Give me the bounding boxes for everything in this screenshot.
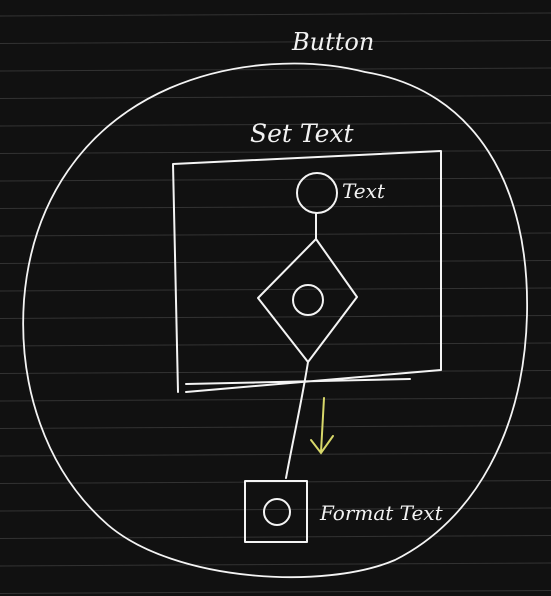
connector-main <box>285 361 309 479</box>
paper-lines <box>0 12 551 594</box>
decision-diamond <box>257 238 358 363</box>
flow-arrow-icon <box>310 397 334 455</box>
paper-line <box>0 425 551 429</box>
paper-line <box>0 342 551 347</box>
paper-line <box>0 287 551 292</box>
format-text-circle <box>263 498 291 526</box>
paper-line <box>0 315 551 319</box>
paper-line <box>0 95 551 99</box>
paper-line <box>0 260 551 264</box>
paper-line <box>0 12 551 17</box>
paper-line <box>0 67 551 72</box>
decision-inner-circle <box>292 284 324 316</box>
text-node-label: Text <box>342 179 386 203</box>
paper-line <box>0 562 551 567</box>
paper-line <box>0 205 551 209</box>
paper-line <box>0 452 551 457</box>
paper-line <box>0 370 551 374</box>
paper-line <box>0 397 551 402</box>
paper-line <box>0 535 551 539</box>
format-text-label: Format Text <box>319 501 444 525</box>
format-text-box <box>244 480 308 543</box>
paper-line <box>0 507 551 512</box>
paper-line <box>0 177 551 182</box>
paper-line <box>0 590 551 594</box>
paper-line <box>0 40 551 44</box>
paper-line <box>0 150 551 154</box>
set-text-box <box>172 150 442 393</box>
paper-line <box>0 122 551 127</box>
button-boundary-oval <box>22 62 528 579</box>
button-label: Button <box>291 28 374 56</box>
paper-line <box>0 232 551 237</box>
set-text-label: Set Text <box>250 119 355 148</box>
